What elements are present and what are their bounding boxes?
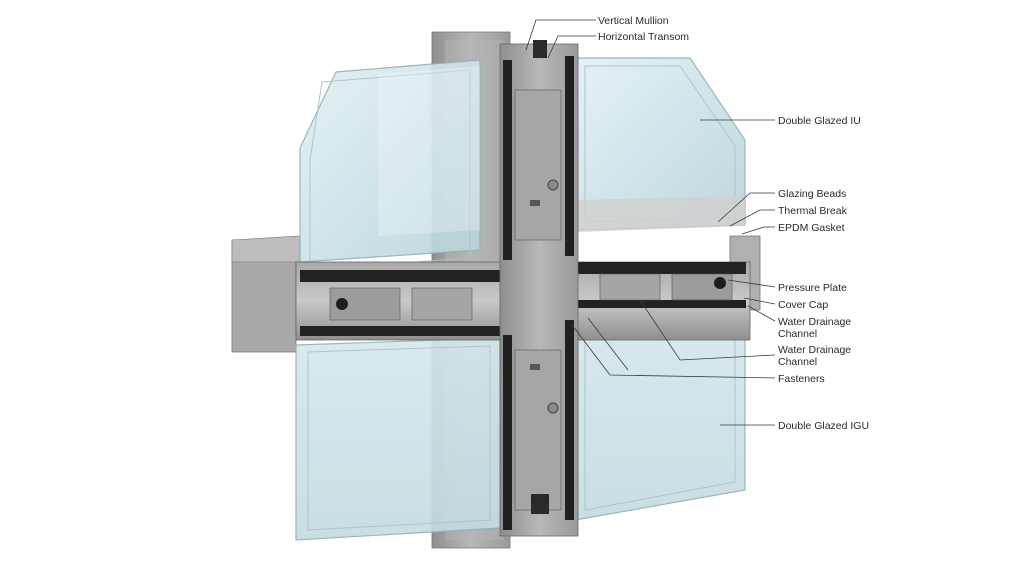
label-water-drainage-channel-2a: Water Drainage — [778, 344, 851, 356]
glass-bottom-left — [295, 337, 501, 541]
glass-top-right — [574, 57, 746, 232]
label-thermal-break: Thermal Break — [778, 205, 848, 217]
label-glazing-beads: Glazing Beads — [778, 188, 846, 200]
label-horizontal-transom: Horizontal Transom — [598, 31, 689, 43]
mullion-section — [499, 40, 579, 537]
label-water-drainage-channel-1b: Channel — [778, 328, 817, 340]
label-pressure-plate: Pressure Plate — [778, 282, 847, 294]
label-water-drainage-channel-1a: Water Drainage — [778, 316, 851, 328]
label-double-glazed-iu: Double Glazed IU — [778, 115, 861, 127]
label-double-glazed-igu: Double Glazed IGU — [778, 420, 869, 432]
label-cover-cap: Cover Cap — [778, 299, 828, 311]
leader-lines — [525, 19, 776, 426]
label-epdm-gasket: EPDM Gasket — [778, 222, 845, 234]
label-fasteners: Fasteners — [778, 373, 825, 385]
label-vertical-mullion: Vertical Mullion — [598, 15, 669, 27]
label-water-drainage-channel-2b: Channel — [778, 356, 817, 368]
glass-top-left — [299, 59, 481, 271]
